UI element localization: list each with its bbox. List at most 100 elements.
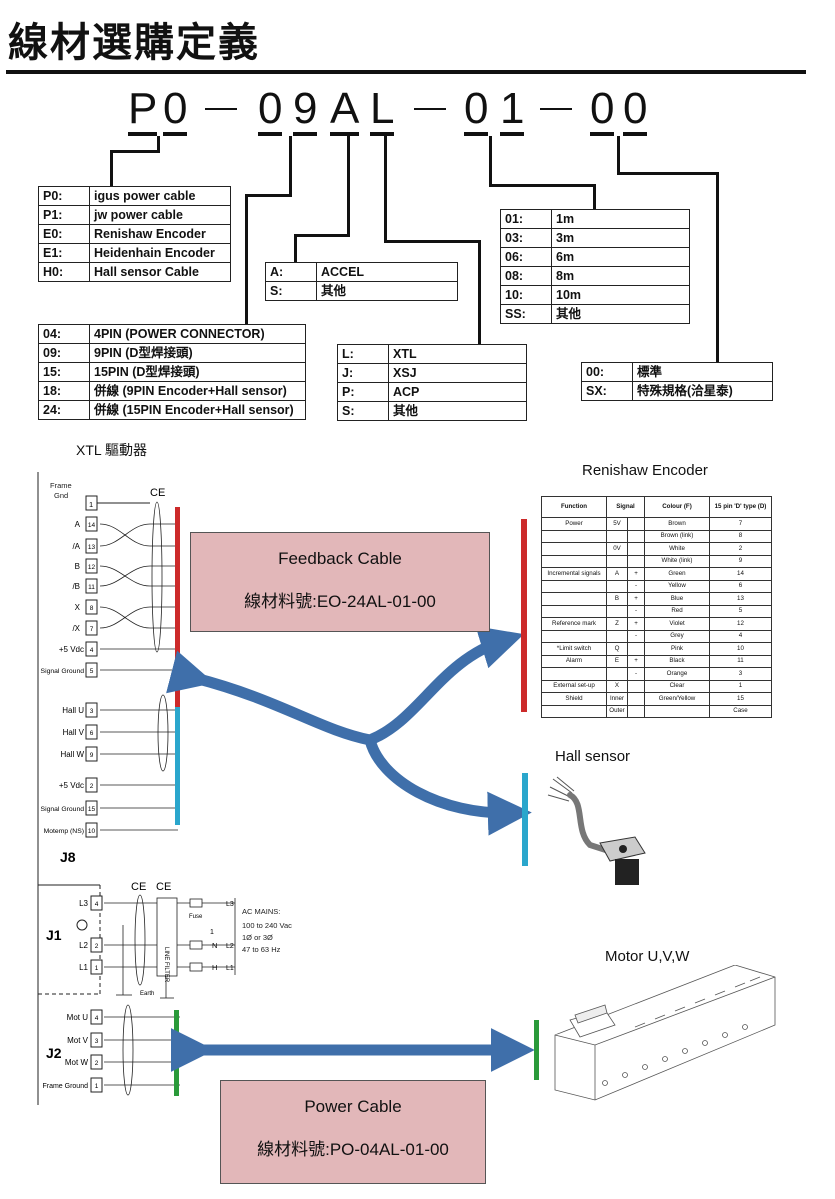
code-char-0: 0	[163, 86, 188, 136]
power-cable-box: Power Cable 線材料號:PO-04AL-01-00	[220, 1080, 486, 1184]
encoder-bar	[521, 519, 527, 712]
table-row: P0:igus power cable	[38, 186, 231, 206]
j8-pin-number: 2	[90, 783, 94, 790]
l3-label: L3	[226, 901, 234, 908]
j2-pin-number: 1	[95, 1083, 99, 1090]
j8-pin-number: 12	[88, 564, 96, 571]
table-row: E0:Renishaw Encoder	[38, 224, 231, 244]
table-row: H0:Hall sensor Cable	[38, 262, 231, 282]
frame-pin: 1	[89, 500, 93, 509]
table-row: A:ACCEL	[265, 262, 458, 282]
ce-mark: CE	[131, 881, 146, 893]
hall-sensor-image	[547, 776, 646, 885]
table-row: 10:10m	[500, 285, 690, 305]
table-row: J:XSJ	[337, 363, 527, 383]
title-rule	[6, 70, 806, 74]
j8-pin-number: 13	[88, 544, 96, 551]
connector-table: 04:4PIN (POWER CONNECTOR) 09:9PIN (D型焊接頭…	[38, 324, 306, 420]
j2-pin-name: Mot W	[65, 1058, 89, 1067]
j8-pin-number: 6	[90, 730, 94, 737]
j1-pin-name: L1	[79, 963, 88, 972]
code-dash	[414, 108, 446, 110]
encoder-pinout-table: Function Signal Colour (F) 15 pin 'D' ty…	[541, 496, 772, 718]
ground-icon	[76, 919, 88, 931]
j8-pin-name: /X	[72, 624, 80, 633]
feedback-cable-part: 線材料號:EO-24AL-01-00	[244, 592, 436, 611]
xtl-driver-label: XTL 驅動器	[76, 442, 148, 458]
j8-pin-box	[85, 558, 98, 574]
table-row: 08:8m	[500, 266, 690, 286]
j1-pin-name: L3	[79, 899, 88, 908]
j2-pin-name: Frame Ground	[42, 1083, 88, 1090]
table-row: 04:4PIN (POWER CONNECTOR)	[38, 324, 306, 344]
ce-mark: CE	[156, 881, 171, 893]
j1-pin-number: 2	[95, 943, 99, 950]
table-row: S:其他	[337, 401, 527, 421]
j8-pin-box	[85, 641, 98, 657]
j8-pin-box	[85, 538, 98, 554]
table-row: White (link)9	[541, 554, 772, 568]
svg-text:100 to 240 Vac: 100 to 240 Vac	[242, 921, 292, 930]
j2-pin-number: 2	[95, 1060, 99, 1067]
j8-label: J8	[60, 849, 76, 865]
frame-label: Frame	[50, 481, 72, 490]
j8-pin-name: /B	[72, 582, 80, 591]
j8-pin-name: +5 Vdc	[59, 781, 84, 790]
j2-pin-box	[90, 1032, 103, 1048]
j8-pin-box	[85, 578, 98, 594]
feedback-cable-box: Feedback Cable 線材料號:EO-24AL-01-00	[190, 532, 490, 632]
j8-pin-name: Hall W	[60, 750, 84, 759]
j8-pin-number: 3	[90, 708, 94, 715]
table-row: P:ACP	[337, 382, 527, 402]
table-row: S:其他	[265, 281, 458, 301]
j8-pin-name: /A	[72, 542, 80, 551]
cable-type-table: P0:igus power cable P1:jw power cable E0…	[38, 186, 231, 282]
j8-pin-name: X	[75, 603, 81, 612]
power-cable-title: Power Cable	[304, 1097, 402, 1116]
line-filter-label: LINE FILTER	[163, 947, 169, 983]
h-label: H	[212, 963, 217, 972]
j8-pin-box	[85, 822, 98, 838]
hall-arrow	[364, 734, 532, 836]
j8-pin-box	[85, 620, 98, 636]
j8-pin-name: +5 Vdc	[59, 645, 84, 654]
ce-mark: CE	[150, 487, 165, 499]
j8-pin-box	[85, 599, 98, 615]
one-label: 1	[210, 929, 214, 936]
j8-pin-box	[85, 724, 98, 740]
j8-pin-name: Hall V	[63, 728, 85, 737]
j1-pin-number: 1	[95, 965, 99, 972]
svg-text:AC MAINS:: AC MAINS:	[242, 907, 280, 916]
j1-pin-name: L2	[79, 941, 88, 950]
j8-pin-number: 7	[90, 626, 94, 633]
power-cable-part: 線材料號:PO-04AL-01-00	[257, 1140, 449, 1159]
code-char-p: P	[128, 86, 158, 136]
renishaw-label: Renishaw Encoder	[582, 462, 708, 479]
j8-pin-box	[85, 702, 98, 718]
j8-pin-number: 11	[88, 584, 95, 591]
j8-pin-number: 14	[88, 522, 96, 529]
j1-pin-box	[90, 959, 103, 975]
n-label: N	[212, 941, 217, 950]
j8-pin-name: B	[75, 562, 80, 571]
fuse-label: Fuse	[189, 914, 203, 920]
driver-table: L:XTL J:XSJ P:ACP S:其他	[337, 344, 527, 421]
j2-pin-number: 3	[95, 1038, 99, 1045]
code-char-0e: 0	[623, 86, 648, 136]
table-row: Brown (link)8	[541, 529, 772, 543]
j8-pin-name: Motemp (NS)	[44, 828, 84, 835]
j2-pin-name: Mot V	[67, 1036, 89, 1045]
j8-pin-number: 10	[88, 828, 96, 835]
code-char-0d: 0	[590, 86, 615, 136]
